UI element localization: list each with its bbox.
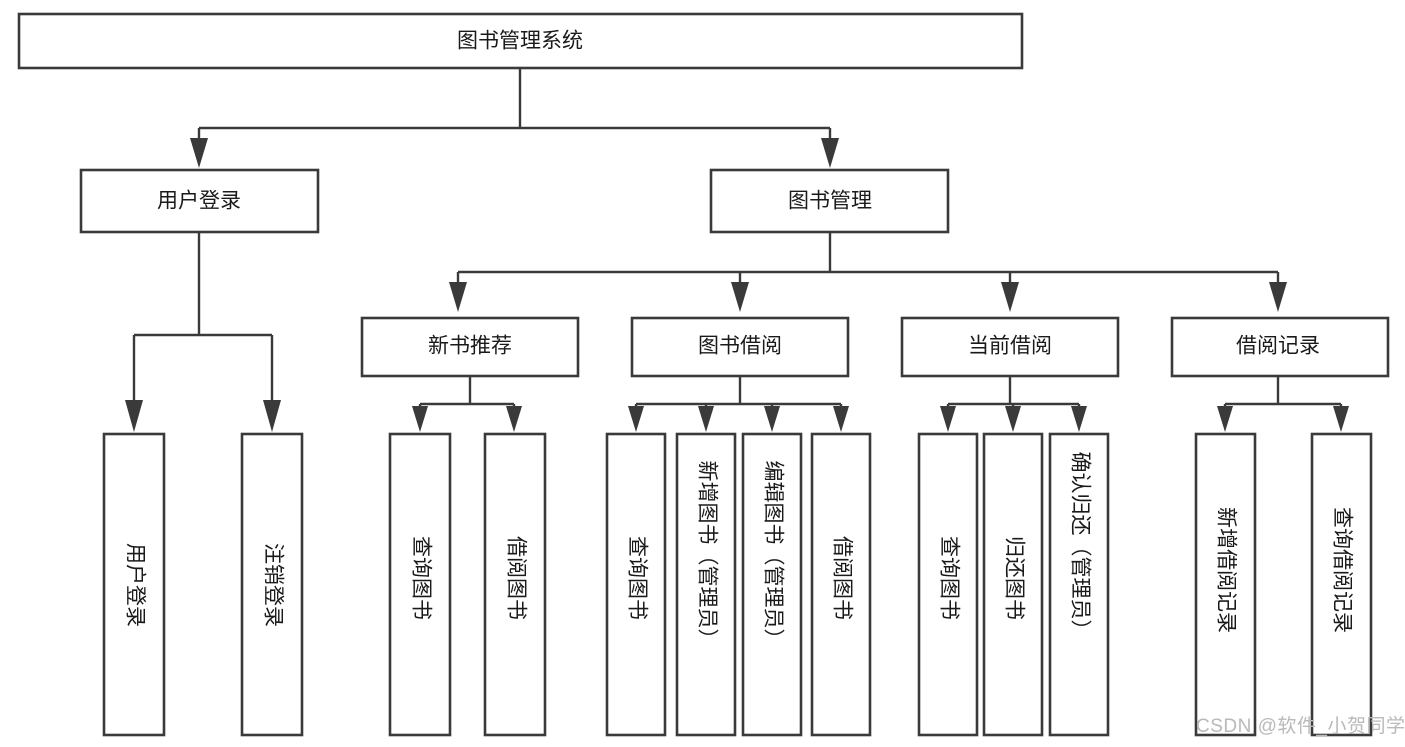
node-book-borrow-box[interactable] [630, 316, 850, 378]
arrow-head-leaf-query-book-2 [628, 406, 644, 432]
node-leaf-query-book-2-label: 查询图书 [625, 536, 648, 620]
node-leaf-query-book-1[interactable]: 查询图书 [388, 432, 452, 737]
arrow-head-new-book-rec [449, 282, 467, 312]
node-borrow-record-label: 借阅记录 [1236, 335, 1320, 358]
arrow-head-leaf-borrow-book-1 [506, 406, 522, 432]
node-leaf-query-book-2[interactable]: 查询图书 [605, 432, 667, 737]
node-borrow-record[interactable]: 借阅记录 [1170, 316, 1390, 378]
node-leaf-return-book-box[interactable] [982, 432, 1044, 737]
node-leaf-query-book-3[interactable]: 查询图书 [917, 432, 979, 737]
node-leaf-add-record-box[interactable] [1194, 432, 1257, 737]
arrow-head-leaf-query-book-1 [412, 406, 428, 432]
node-leaf-user-login-label: 用户登录 [123, 543, 146, 627]
node-leaf-borrow-book-1[interactable]: 借阅图书 [483, 432, 547, 737]
node-leaf-borrow-book-2-box[interactable] [810, 432, 872, 737]
node-leaf-logout-box[interactable] [240, 432, 304, 737]
node-leaf-add-book-admin[interactable]: 新增图书（管理员） [675, 432, 737, 737]
node-leaf-edit-book-admin-box[interactable] [741, 432, 803, 737]
node-leaf-query-book-1-label: 查询图书 [409, 536, 432, 620]
node-user-login-label: 用户登录 [157, 190, 241, 213]
arrow-head-leaf-logout [263, 400, 281, 432]
arrow-head-book-manage [821, 138, 839, 168]
node-book-borrow-label: 图书借阅 [698, 335, 782, 358]
node-book-manage-box[interactable] [709, 168, 950, 234]
node-leaf-query-book-3-label: 查询图书 [937, 536, 960, 620]
node-leaf-query-book-1-box[interactable] [388, 432, 452, 737]
node-leaf-query-record[interactable]: 查询借阅记录 [1310, 432, 1373, 737]
node-leaf-add-book-admin-box[interactable] [675, 432, 737, 737]
node-leaf-add-record[interactable]: 新增借阅记录 [1194, 432, 1257, 737]
node-book-manage[interactable]: 图书管理 [709, 168, 950, 234]
node-leaf-return-book-label: 归还图书 [1002, 536, 1025, 620]
node-leaf-borrow-book-2-label: 借阅图书 [830, 536, 853, 620]
node-current-borrow-box[interactable] [900, 316, 1120, 378]
node-root-box[interactable] [17, 12, 1024, 70]
node-current-borrow[interactable]: 当前借阅 [900, 316, 1120, 378]
node-book-borrow[interactable]: 图书借阅 [630, 316, 850, 378]
arrow-head-leaf-borrow-book-2 [833, 406, 849, 432]
node-leaf-borrow-book-2[interactable]: 借阅图书 [810, 432, 872, 737]
node-leaf-borrow-book-1-label: 借阅图书 [504, 536, 527, 620]
node-root-label: 图书管理系统 [457, 30, 583, 53]
node-leaf-add-record-label: 新增借阅记录 [1214, 507, 1237, 633]
node-new-book-rec[interactable]: 新书推荐 [360, 316, 580, 378]
node-new-book-rec-box[interactable] [360, 316, 580, 378]
node-leaf-query-record-box[interactable] [1310, 432, 1373, 737]
node-leaf-borrow-book-1-box[interactable] [483, 432, 547, 737]
node-book-manage-label: 图书管理 [788, 190, 872, 213]
node-user-login[interactable]: 用户登录 [79, 168, 320, 234]
node-leaf-confirm-return-admin-box[interactable] [1048, 432, 1110, 737]
arrow-head-current-borrow [1001, 282, 1019, 312]
node-new-book-rec-label: 新书推荐 [428, 335, 512, 358]
connector-layer [125, 68, 1349, 432]
node-leaf-add-book-admin-label: 新增图书（管理员） [695, 461, 718, 650]
arrow-head-leaf-add-book [698, 406, 714, 432]
node-leaf-edit-book-admin-label: 编辑图书（管理员） [761, 461, 784, 650]
arrow-head-borrow-record [1269, 282, 1287, 312]
node-leaf-query-record-label: 查询借阅记录 [1330, 507, 1353, 633]
arrow-head-leaf-confirm-return [1071, 406, 1087, 432]
node-leaf-logout-label: 注销登录 [261, 543, 284, 627]
node-borrow-record-box[interactable] [1170, 316, 1390, 378]
node-user-login-box[interactable] [79, 168, 320, 234]
node-root[interactable]: 图书管理系统 [17, 12, 1024, 70]
arrow-head-leaf-query-book-3 [940, 406, 956, 432]
arrow-head-leaf-edit-book [764, 406, 780, 432]
arrow-head-leaf-add-record [1217, 406, 1233, 432]
node-leaf-confirm-return-admin[interactable]: 确认归还（管理员） [1048, 432, 1110, 737]
node-current-borrow-label: 当前借阅 [968, 335, 1052, 358]
node-leaf-user-login-box[interactable] [102, 432, 166, 737]
node-leaf-logout[interactable]: 注销登录 [240, 432, 304, 737]
node-leaf-return-book[interactable]: 归还图书 [982, 432, 1044, 737]
node-leaf-confirm-return-admin-label: 确认归还（管理员） [1068, 452, 1091, 641]
arrow-head-leaf-user-login [125, 400, 143, 432]
arrow-head-user-login [190, 138, 208, 168]
arrow-head-leaf-return-book [1005, 406, 1021, 432]
node-leaf-edit-book-admin[interactable]: 编辑图书（管理员） [741, 432, 803, 737]
node-leaf-query-book-2-box[interactable] [605, 432, 667, 737]
csdn-watermark: CSDN @软件_小贺同学 [1196, 715, 1405, 737]
node-leaf-query-book-3-box[interactable] [917, 432, 979, 737]
node-leaf-user-login[interactable]: 用户登录 [102, 432, 166, 737]
arrow-head-leaf-query-record [1333, 406, 1349, 432]
arrow-head-book-borrow [731, 282, 749, 312]
